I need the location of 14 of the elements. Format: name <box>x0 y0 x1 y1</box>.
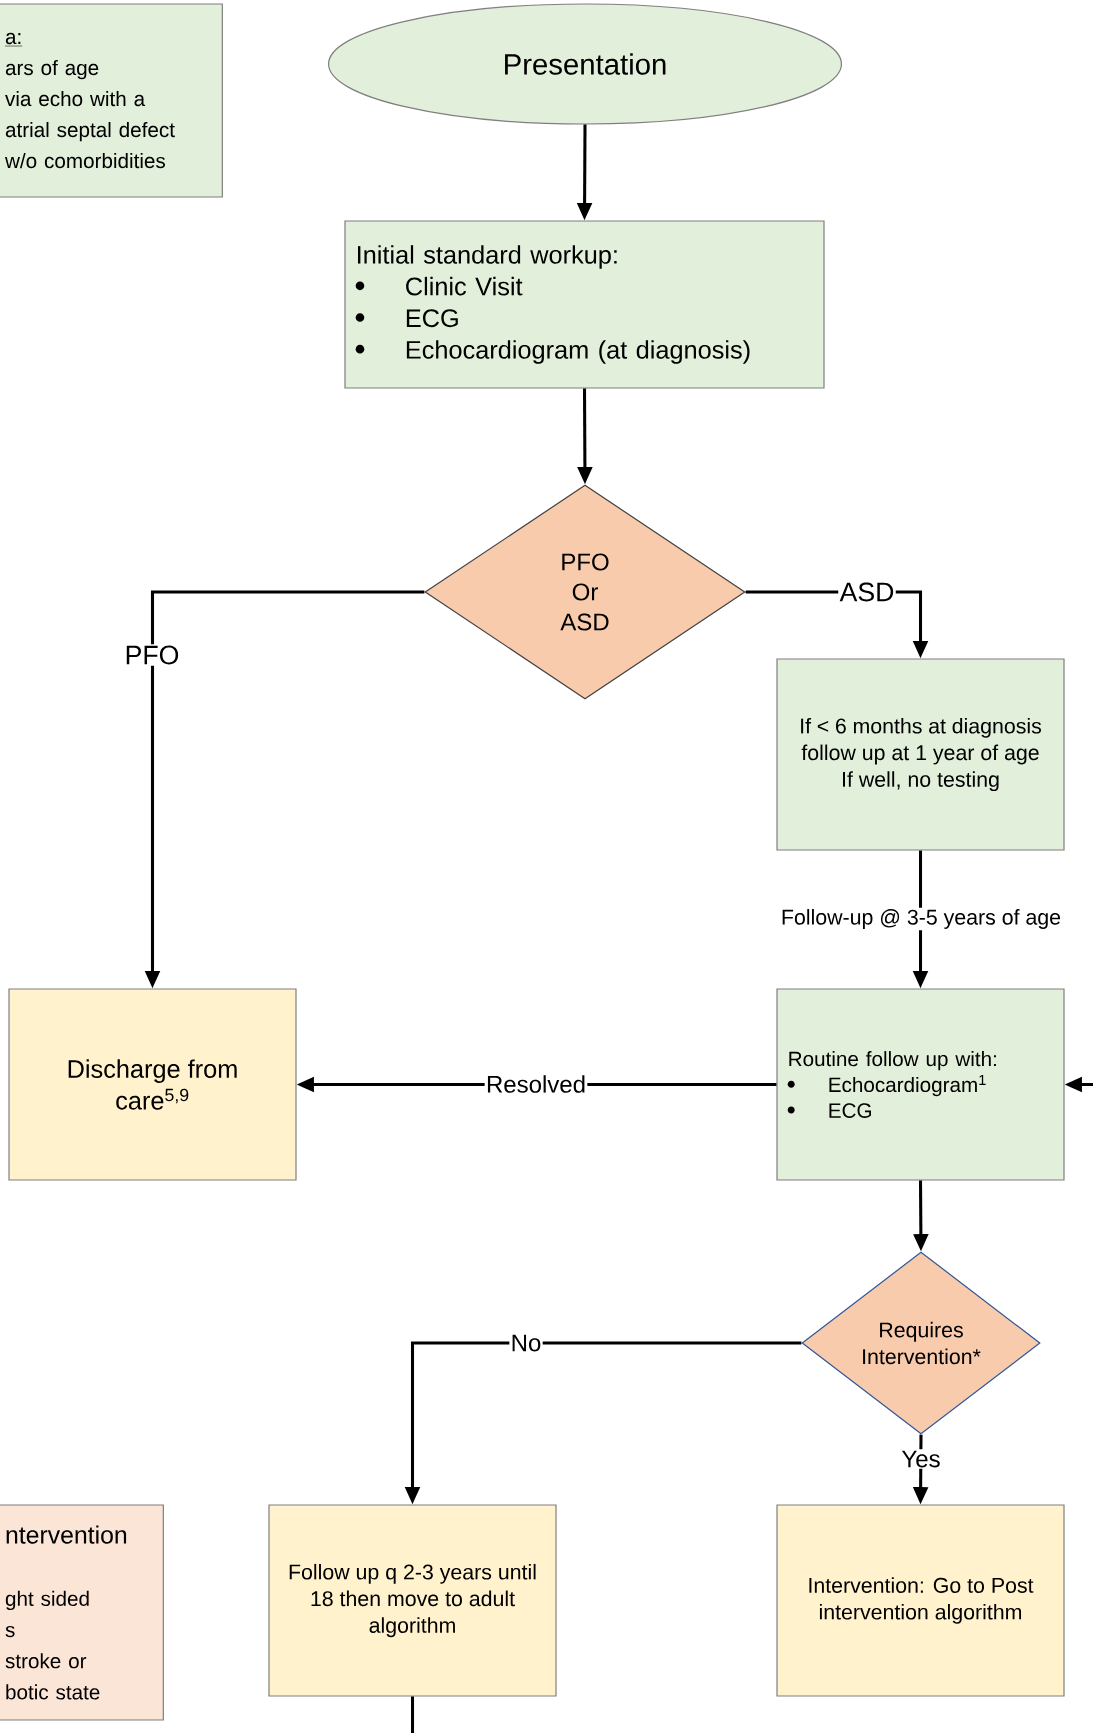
outcome-box: Discharge from care$^{5,9}$ <box>8 988 297 1181</box>
process-box: Initial standard workup: Clinic Visit ECG Echocardiogram (at diagnosis) <box>344 220 825 389</box>
criteria-box: ntervention ght sided s stroke or botic state <box>0 1504 164 1721</box>
edge-label: No <box>509 1333 543 1353</box>
process-box: If < 6 months at diagnosis follow up at 1 year of age If well, no testing <box>776 658 1065 851</box>
edge-label: Yes <box>900 1449 942 1469</box>
edge-label: ASD <box>838 581 896 603</box>
process-box: Routine follow up with: Echocardiogram$^{1}$ ECG <box>776 988 1065 1181</box>
outcome-box: Intervention: Go to Post intervention algorithm <box>776 1504 1065 1697</box>
criteria-box: a: ars of age via echo with a atrial septal defect w/o comorbidities <box>0 3 223 198</box>
connector-line <box>410 1696 415 1733</box>
edge-label: PFO <box>123 644 181 666</box>
outcome-box: Follow up q 2-3 years until 18 then move to adult algorithm <box>268 1504 557 1697</box>
edge-label: Follow-up @ 3-5 years of age <box>779 907 1063 931</box>
